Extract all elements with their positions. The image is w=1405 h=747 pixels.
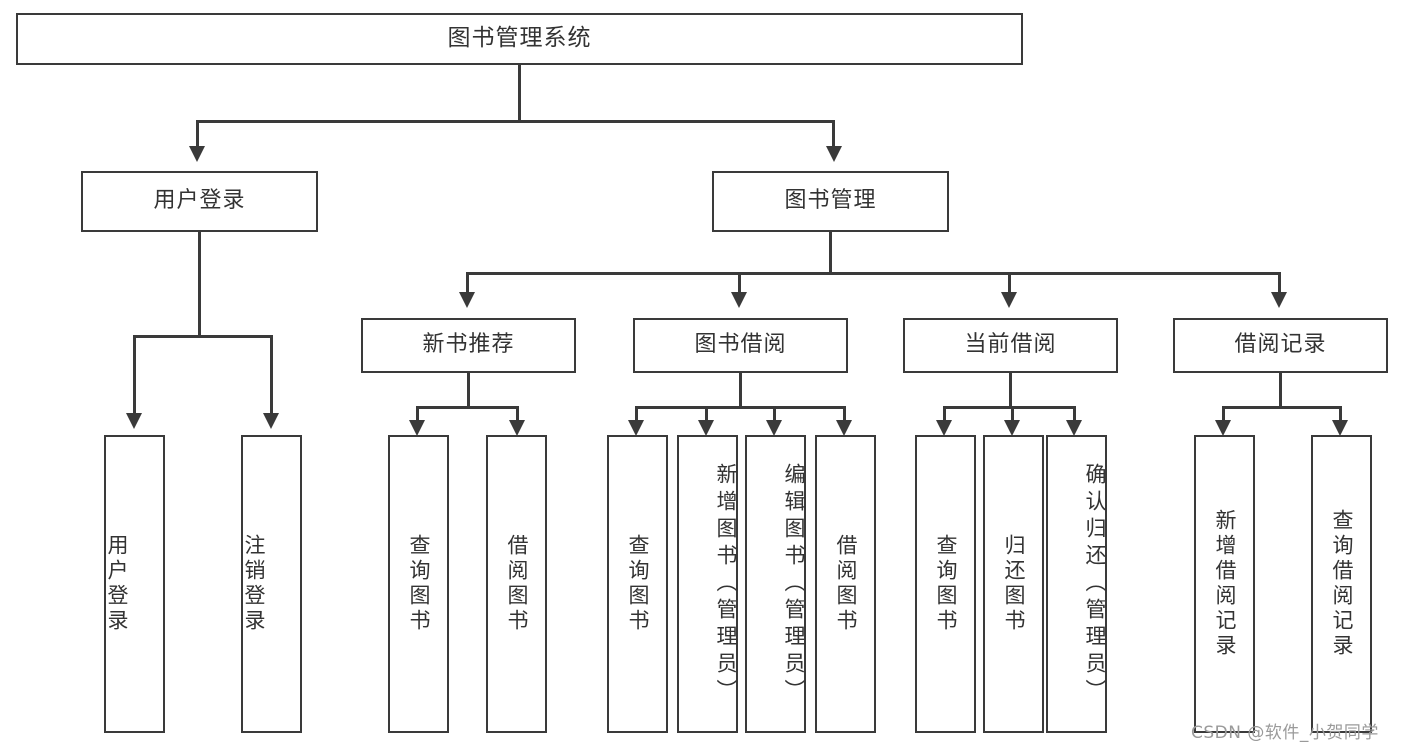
arrowhead-userlogin-1: [126, 413, 142, 429]
leaf-query-book-borrow[interactable]: 查询图书: [607, 435, 668, 733]
leaf-label: 借阅图书: [834, 534, 858, 634]
leaf-borrow-book[interactable]: 借阅图书: [815, 435, 876, 733]
leaf-label: 编辑图书（管理员）: [782, 462, 806, 706]
leaf-return-book[interactable]: 归还图书: [983, 435, 1044, 733]
arrowhead-newbook-1: [409, 420, 425, 436]
connector-root-stem: [518, 65, 521, 122]
arrowhead-to-user-login: [189, 146, 205, 162]
leaf-label: 查询图书: [934, 534, 958, 634]
leaf-label: 注销登录: [242, 534, 266, 634]
connector-userlogin-stem: [198, 232, 201, 337]
connector-root-leg-right: [832, 120, 835, 148]
leaf-label: 归还图书: [1002, 534, 1026, 634]
connector-userlogin-leg-1: [133, 335, 136, 415]
connector-currentborrow-leg-2: [1011, 406, 1014, 422]
leaf-query-book-current[interactable]: 查询图书: [915, 435, 976, 733]
connector-root-leg-left: [196, 120, 199, 148]
leaf-label: 用户登录: [105, 534, 129, 634]
leaf-label: 查询图书: [407, 534, 431, 634]
connector-currentborrow-leg-3: [1073, 406, 1076, 422]
node-book-borrow[interactable]: 图书借阅: [633, 318, 848, 373]
connector-bookmgmt-leg-3: [1008, 272, 1011, 294]
connector-borrowrecord-bus: [1222, 406, 1342, 409]
arrowhead-bookborrow-3: [766, 420, 782, 436]
connector-currentborrow-bus: [943, 406, 1076, 409]
node-root-system[interactable]: 图书管理系统: [16, 13, 1023, 65]
node-current-borrow[interactable]: 当前借阅: [903, 318, 1118, 373]
node-book-management[interactable]: 图书管理: [712, 171, 949, 232]
arrowhead-bookmgmt-3: [1001, 292, 1017, 308]
arrowhead-bookborrow-4: [836, 420, 852, 436]
arrowhead-currentborrow-1: [936, 420, 952, 436]
node-new-book-recommend[interactable]: 新书推荐: [361, 318, 576, 373]
arrowhead-currentborrow-2: [1004, 420, 1020, 436]
connector-bookborrow-leg-3: [773, 406, 776, 422]
leaf-label: 新增图书（管理员）: [714, 462, 738, 706]
connector-newbook-leg-1: [416, 406, 419, 422]
arrowhead-bookmgmt-2: [731, 292, 747, 308]
arrowhead-newbook-2: [509, 420, 525, 436]
connector-bookmgmt-leg-4: [1278, 272, 1281, 294]
connector-root-bus: [196, 120, 835, 123]
leaf-label: 借阅图书: [505, 534, 529, 634]
connector-bookmgmt-stem: [829, 232, 832, 274]
connector-userlogin-bus: [133, 335, 273, 338]
leaf-user-login[interactable]: 用户登录: [104, 435, 165, 733]
connector-newbook-leg-2: [516, 406, 519, 422]
connector-currentborrow-leg-1: [943, 406, 946, 422]
leaf-query-borrow-record[interactable]: 查询借阅记录: [1311, 435, 1372, 733]
connector-borrowrecord-stem: [1279, 373, 1282, 409]
arrowhead-borrowrecord-2: [1332, 420, 1348, 436]
connector-borrowrecord-leg-2: [1339, 406, 1342, 422]
leaf-confirm-return-admin[interactable]: 确认归还（管理员）: [1046, 435, 1107, 733]
leaf-query-book-newbook[interactable]: 查询图书: [388, 435, 449, 733]
leaf-label: 查询借阅记录: [1330, 509, 1354, 659]
connector-bookborrow-bus: [635, 406, 846, 409]
connector-bookmgmt-leg-1: [466, 272, 469, 294]
connector-newbook-stem: [467, 373, 470, 409]
connector-bookborrow-leg-2: [705, 406, 708, 422]
connector-newbook-bus: [416, 406, 519, 409]
arrowhead-borrowrecord-1: [1215, 420, 1231, 436]
leaf-add-borrow-record[interactable]: 新增借阅记录: [1194, 435, 1255, 733]
leaf-label: 查询图书: [626, 534, 650, 634]
arrowhead-bookmgmt-1: [459, 292, 475, 308]
leaf-borrow-book-newbook[interactable]: 借阅图书: [486, 435, 547, 733]
leaf-label: 新增借阅记录: [1213, 509, 1237, 659]
connector-bookmgmt-bus: [466, 272, 1281, 275]
leaf-label: 确认归还（管理员）: [1083, 462, 1107, 706]
arrowhead-to-book-manage: [826, 146, 842, 162]
arrowhead-userlogin-2: [263, 413, 279, 429]
arrowhead-bookborrow-2: [698, 420, 714, 436]
connector-bookborrow-leg-4: [843, 406, 846, 422]
connector-bookborrow-stem: [739, 373, 742, 409]
node-user-login[interactable]: 用户登录: [81, 171, 318, 232]
arrowhead-bookborrow-1: [628, 420, 644, 436]
connector-borrowrecord-leg-1: [1222, 406, 1225, 422]
node-borrow-record[interactable]: 借阅记录: [1173, 318, 1388, 373]
connector-bookmgmt-leg-2: [738, 272, 741, 294]
arrowhead-bookmgmt-4: [1271, 292, 1287, 308]
connector-userlogin-leg-2: [270, 335, 273, 415]
leaf-add-book-admin[interactable]: 新增图书（管理员）: [677, 435, 738, 733]
leaf-edit-book-admin[interactable]: 编辑图书（管理员）: [745, 435, 806, 733]
connector-bookborrow-leg-1: [635, 406, 638, 422]
arrowhead-currentborrow-3: [1066, 420, 1082, 436]
leaf-logout[interactable]: 注销登录: [241, 435, 302, 733]
csdn-watermark: CSDN @软件_小贺同学: [1191, 723, 1379, 743]
connector-currentborrow-stem: [1009, 373, 1012, 409]
